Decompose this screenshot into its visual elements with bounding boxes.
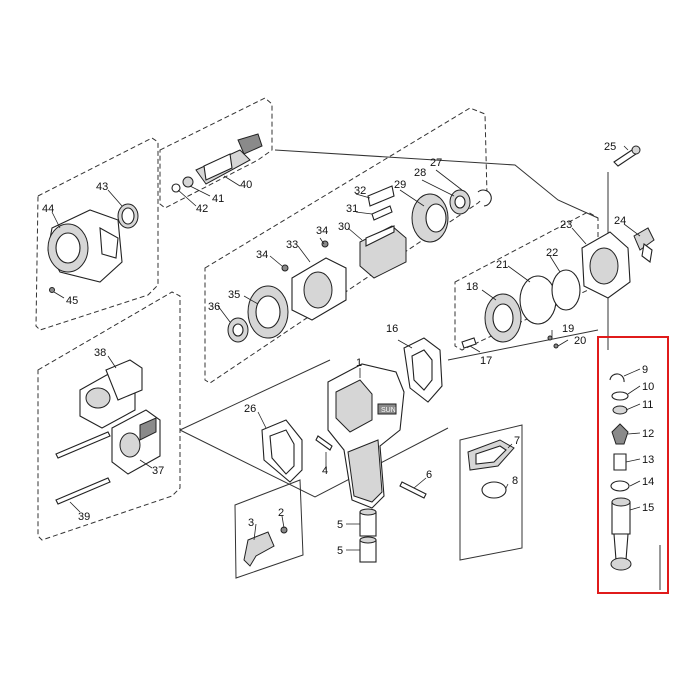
label-1: 1 bbox=[356, 357, 362, 369]
label-20: 20 bbox=[574, 335, 586, 347]
frame-lower-left bbox=[234, 479, 304, 579]
label-42: 42 bbox=[196, 203, 208, 215]
label-23: 23 bbox=[560, 219, 572, 231]
label-13: 13 bbox=[642, 454, 654, 466]
group-outline-anvil bbox=[159, 97, 273, 209]
label-4: 4 bbox=[322, 465, 328, 477]
hammer-cage-part bbox=[79, 359, 143, 429]
label-40: 40 bbox=[240, 179, 252, 191]
group-outline-hammer-case bbox=[35, 137, 159, 331]
part-labels: 1 2 3 4 5 5 6 7 8 9 10 11 12 13 14 15 16… bbox=[42, 141, 654, 557]
label-8: 8 bbox=[512, 475, 518, 487]
rotor-part bbox=[359, 185, 407, 279]
trigger-part bbox=[243, 526, 288, 567]
label-16: 16 bbox=[386, 323, 398, 335]
rear-plate-part bbox=[411, 193, 449, 243]
bushing-lower-part bbox=[359, 536, 377, 563]
rear-bearing-part bbox=[449, 189, 471, 215]
hammer-case-part bbox=[47, 209, 123, 283]
label-22: 22 bbox=[546, 247, 558, 259]
label-17: 17 bbox=[480, 355, 492, 367]
hammer-pins-part bbox=[55, 431, 111, 505]
label-43: 43 bbox=[96, 181, 108, 193]
rear-gasket-part bbox=[403, 337, 443, 403]
label-32: 32 bbox=[354, 185, 366, 197]
exhaust-cover-part bbox=[467, 439, 515, 471]
label-15: 15 bbox=[642, 502, 654, 514]
label-33: 33 bbox=[286, 239, 298, 251]
hammer-frame-part bbox=[111, 409, 161, 475]
label-27: 27 bbox=[430, 157, 442, 169]
rear-cover-part bbox=[581, 231, 631, 299]
bearing-part bbox=[227, 317, 249, 343]
front-ring-part bbox=[117, 203, 139, 229]
label-45: 45 bbox=[66, 295, 78, 307]
label-34b: 34 bbox=[316, 225, 328, 237]
frame-lower-mid bbox=[459, 424, 523, 561]
reverse-switch-part bbox=[633, 227, 655, 263]
label-5a: 5 bbox=[337, 519, 343, 531]
front-plate-part bbox=[247, 285, 289, 339]
label-18: 18 bbox=[466, 281, 478, 293]
highlight-box bbox=[597, 336, 669, 594]
label-7: 7 bbox=[514, 435, 520, 447]
label-30: 30 bbox=[338, 221, 350, 233]
label-38: 38 bbox=[94, 347, 106, 359]
o-ring-small-part bbox=[551, 269, 581, 311]
label-24: 24 bbox=[614, 215, 626, 227]
valve-stack-part bbox=[609, 373, 632, 571]
label-3: 3 bbox=[248, 517, 254, 529]
exhaust-ring-part bbox=[481, 481, 507, 499]
cylinder-part bbox=[281, 240, 347, 321]
frame-mid bbox=[179, 329, 599, 498]
circlip-part bbox=[477, 189, 492, 207]
label-29: 29 bbox=[394, 179, 406, 191]
label-6: 6 bbox=[426, 469, 432, 481]
leader-lines bbox=[51, 145, 641, 551]
brand-badge-text: SUN bbox=[381, 407, 396, 414]
label-19: 19 bbox=[562, 323, 574, 335]
bushing-upper-part bbox=[359, 508, 377, 537]
throttle-pin-part bbox=[399, 481, 427, 499]
label-10: 10 bbox=[642, 381, 654, 393]
o-ring-large-part bbox=[519, 275, 557, 325]
label-26: 26 bbox=[244, 403, 256, 415]
anvil-assembly-part bbox=[171, 133, 263, 193]
label-35: 35 bbox=[228, 289, 240, 301]
label-21: 21 bbox=[496, 259, 508, 271]
label-34a: 34 bbox=[256, 249, 268, 261]
label-14: 14 bbox=[642, 476, 654, 488]
label-31: 31 bbox=[346, 203, 358, 215]
label-2: 2 bbox=[278, 507, 284, 519]
front-gasket-part bbox=[261, 419, 303, 483]
label-37: 37 bbox=[152, 465, 164, 477]
label-25: 25 bbox=[604, 141, 616, 153]
frame-top-right bbox=[274, 149, 599, 219]
housing-pin-part bbox=[315, 435, 333, 451]
label-9: 9 bbox=[642, 364, 648, 376]
valve-body-part bbox=[461, 293, 559, 349]
label-44: 44 bbox=[42, 203, 54, 215]
label-28: 28 bbox=[414, 167, 426, 179]
group-outline-hammer-mech bbox=[37, 291, 181, 541]
label-12: 12 bbox=[642, 428, 654, 440]
label-5b: 5 bbox=[337, 545, 343, 557]
label-11: 11 bbox=[642, 399, 653, 411]
screw-part bbox=[613, 145, 641, 167]
case-pin-part bbox=[49, 287, 55, 293]
label-41: 41 bbox=[212, 193, 224, 205]
housing-part: SUN bbox=[327, 363, 405, 509]
label-39: 39 bbox=[78, 511, 90, 523]
label-36: 36 bbox=[208, 301, 220, 313]
